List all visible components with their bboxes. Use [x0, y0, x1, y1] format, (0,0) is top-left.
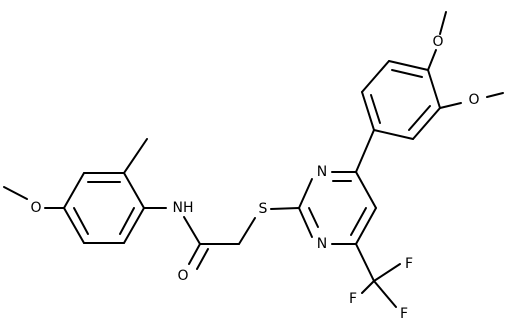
bond — [3, 186, 28, 200]
bond — [373, 280, 397, 308]
methyl-bond — [123, 138, 148, 174]
bond — [427, 49, 437, 71]
bond — [373, 263, 401, 282]
atom-label-fluorine: F — [349, 291, 357, 307]
aromatic-bond — [308, 207, 319, 228]
bond — [486, 92, 504, 98]
atom-label-sulfur: S — [259, 201, 268, 217]
atom-label-nitrogen: N — [317, 164, 327, 180]
dimethoxyphenyl-ring — [361, 60, 441, 140]
carbonyl-bond — [188, 243, 201, 265]
bond — [355, 207, 377, 245]
atom-label-oxygen: O — [30, 200, 41, 216]
aromatic-bond — [350, 207, 367, 236]
methoxy-groups-right — [427, 11, 504, 109]
bond — [63, 172, 85, 209]
atom-label-oxygen: O — [432, 34, 443, 50]
bond — [373, 129, 414, 140]
bond — [439, 11, 447, 35]
bond — [361, 280, 375, 294]
bond — [238, 217, 256, 245]
atom-label-fluorine: F — [405, 256, 413, 272]
atom-label-amide-nh: NH — [173, 200, 194, 216]
bond — [388, 60, 429, 71]
pyrimidine-ring — [298, 171, 377, 245]
aromatic-bond — [408, 105, 431, 131]
bond — [298, 178, 313, 209]
bond — [427, 69, 441, 109]
bond — [412, 107, 441, 140]
bond — [298, 207, 313, 238]
bond — [270, 207, 300, 210]
aromatic-bond — [73, 207, 89, 235]
carbonyl-bond — [196, 248, 209, 270]
aromatic-bond — [119, 207, 135, 235]
aromatic-bond — [370, 94, 381, 124]
bond — [361, 60, 390, 93]
atom-label-oxygen: O — [468, 92, 479, 108]
trifluoromethyl-group — [355, 243, 401, 308]
atom-label-oxygen: O — [177, 268, 188, 284]
atom-label-fluorine: F — [400, 306, 408, 322]
methoxy-methylphenyl-ring — [3, 138, 148, 244]
bond — [355, 171, 377, 209]
aryl-pyrimidine-bond — [355, 129, 375, 173]
bond — [123, 172, 145, 209]
bond — [63, 207, 85, 244]
bond — [183, 216, 201, 245]
bond — [355, 243, 375, 282]
bond — [439, 102, 462, 109]
bond — [361, 91, 375, 131]
atom-label-nitrogen: N — [317, 236, 327, 252]
thioacetamide-linker — [143, 207, 300, 270]
bond — [123, 207, 145, 244]
aromatic-bond — [391, 69, 423, 78]
